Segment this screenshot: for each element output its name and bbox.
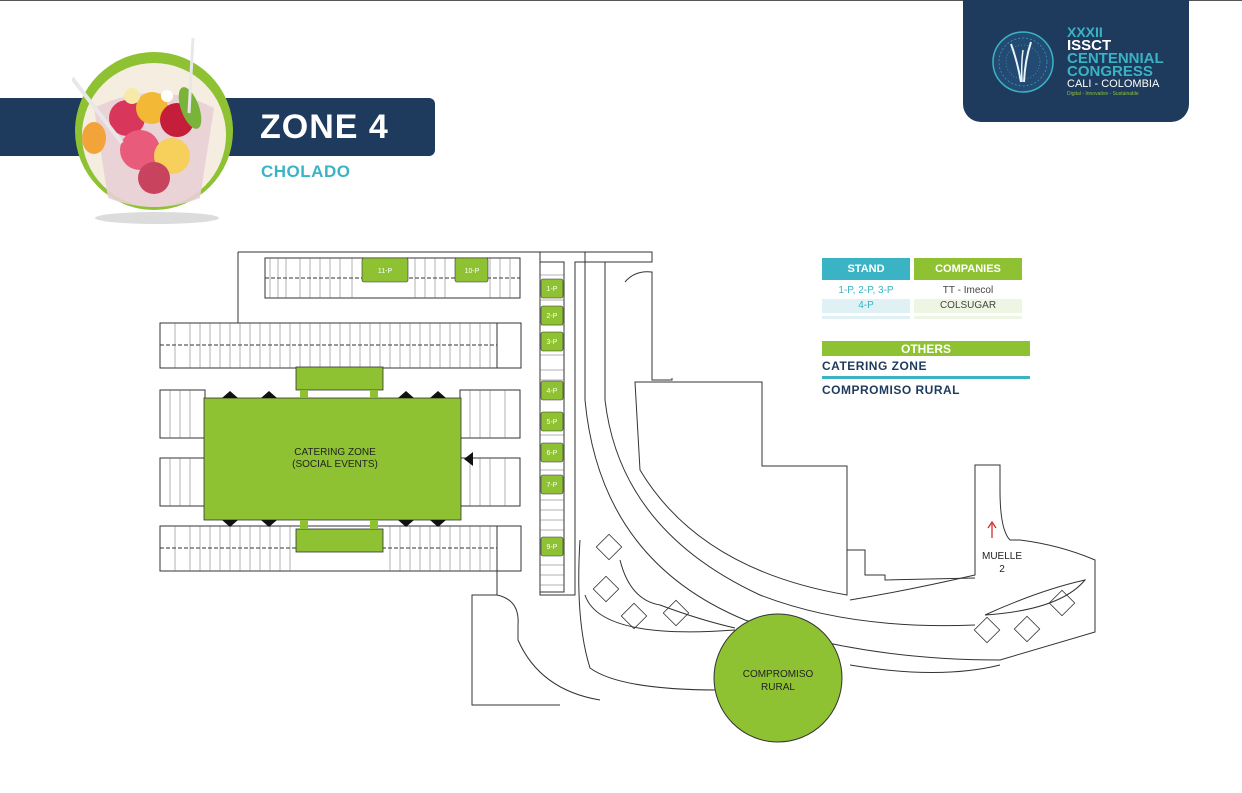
others-header: OTHERS xyxy=(822,341,1030,356)
legend-stand-1: 1-P, 2-P, 3-P xyxy=(838,285,894,296)
stand-9p xyxy=(540,536,564,557)
stand-2p xyxy=(540,305,564,326)
globe-icon xyxy=(992,31,1054,93)
stand-7p xyxy=(540,474,564,495)
legend-company-2: COLSUGAR xyxy=(914,299,1022,313)
stand-label-9p: 9-P xyxy=(547,544,558,551)
stand-4p xyxy=(540,380,564,401)
stand-6p xyxy=(540,442,564,463)
stand-label-7p: 7-P xyxy=(547,482,558,489)
others-compromiso-rural: COMPROMISO RURAL xyxy=(822,383,960,397)
logo-line-6: Digital - Innovative - Sustainable xyxy=(1067,91,1139,97)
stand-11p xyxy=(361,257,409,283)
legend-stand-2: 4-P xyxy=(822,299,910,313)
stand-10p xyxy=(454,257,489,283)
logo-line-5: CALI - COLOMBIA xyxy=(1067,78,1160,90)
congress-logo: XXXII ISSCT CENTENNIAL CONGRESS CALI - C… xyxy=(963,0,1189,122)
muelle-label-1: MUELLE xyxy=(982,551,1022,562)
stand-label-1p: 1-P xyxy=(547,286,558,293)
catering-zone-area xyxy=(203,397,462,521)
zone-title: ZONE 4 xyxy=(260,108,389,146)
logo-line-4: CONGRESS xyxy=(1067,63,1153,80)
others-divider xyxy=(822,376,1030,379)
zone-subtitle: CHOLADO xyxy=(261,162,351,181)
others-catering-zone: CATERING ZONE xyxy=(822,359,927,373)
compromiso-label-2: RURAL xyxy=(761,682,795,693)
stand-label-11p: 11-P xyxy=(378,268,393,275)
stand-label-10p: 10-P xyxy=(465,268,480,275)
legend-company-1: TT - Imecol xyxy=(942,285,994,296)
catering-label-1: CATERING ZONE xyxy=(294,447,376,458)
logo-line-1: XXXII xyxy=(1067,24,1103,40)
legend-spacer-stand xyxy=(822,316,910,319)
stand-label-6p: 6-P xyxy=(547,450,558,457)
legend-spacer-company xyxy=(914,316,1022,319)
stand-1p xyxy=(540,278,564,299)
stand-label-4p: 4-P xyxy=(547,388,558,395)
compromiso-rural-area xyxy=(713,613,843,743)
logo-line-2: ISSCT xyxy=(1067,37,1112,54)
catering-label-2: (SOCIAL EVENTS) xyxy=(292,459,378,470)
top-divider xyxy=(0,0,1242,1)
stand-label-3p: 3-P xyxy=(547,339,558,346)
stand-3p xyxy=(540,331,564,352)
stand-5p xyxy=(540,411,564,432)
compromiso-label-1: COMPROMISO xyxy=(743,669,814,680)
stand-label-2p: 2-P xyxy=(547,313,558,320)
cholado-cup-image xyxy=(70,37,242,228)
muelle-label-2: 2 xyxy=(999,564,1005,575)
legend-header-companies: COMPANIES xyxy=(914,258,1022,280)
stand-label-5p: 5-P xyxy=(547,419,558,426)
legend-header-stand: STAND xyxy=(822,258,910,280)
logo-line-3: CENTENNIAL xyxy=(1067,50,1164,67)
